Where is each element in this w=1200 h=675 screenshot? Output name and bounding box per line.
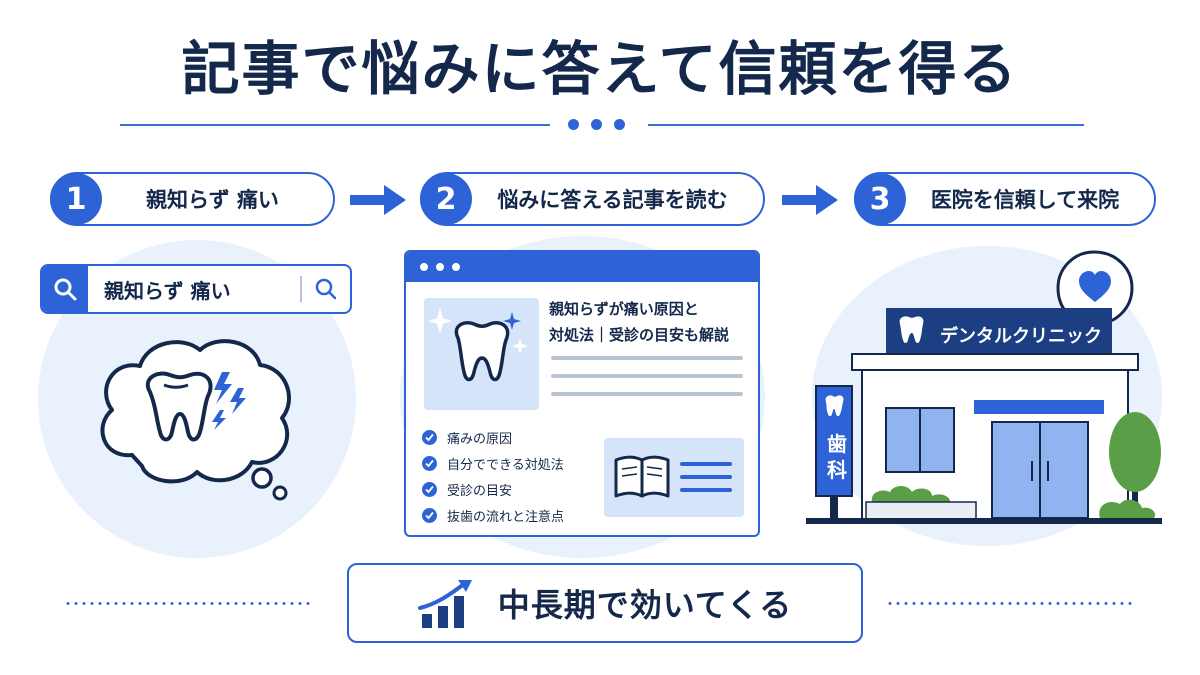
search-divider	[300, 276, 302, 302]
heart-icon	[1079, 271, 1111, 302]
article-browser-window: 親知らずが痛い原因と 対処法｜受診の目安も解説 痛みの原因 自分でできる対処法 …	[404, 250, 760, 537]
clinic-building-illustration	[806, 250, 1162, 524]
step-2-pill: 2 悩みに答える記事を読む	[420, 172, 765, 226]
check-icon	[422, 429, 437, 445]
check-list: 痛みの原因 自分でできる対処法 受診の目安 抜歯の流れと注意点	[422, 424, 564, 528]
tooth-icon	[899, 316, 924, 343]
clinic-sign-board	[886, 308, 1112, 354]
bottom-callout-label: 中長期で効いてくる	[497, 586, 793, 624]
check-icon	[422, 507, 437, 523]
step-2-number: 2	[420, 173, 472, 225]
sparkling-tooth-icon	[428, 308, 528, 382]
arrow-right-icon	[782, 185, 838, 215]
step-1-number: 1	[50, 173, 102, 225]
search-icon	[315, 278, 337, 300]
title-rule-right	[648, 124, 1084, 126]
check-icon	[422, 455, 437, 471]
dotted-rule-left	[64, 602, 314, 605]
clinic-sign-text: デンタルクリニック	[940, 326, 1102, 347]
browser-title-bar	[406, 252, 758, 282]
tooth-icon	[825, 395, 844, 417]
step-3-number: 3	[854, 173, 906, 225]
search-bar[interactable]: 親知らず 痛い	[40, 264, 352, 314]
book-card	[604, 438, 744, 517]
text-line	[551, 356, 743, 360]
open-book-icon	[614, 455, 732, 498]
article-hero-image	[424, 298, 539, 410]
bottom-callout: 中長期で効いてくる	[347, 563, 863, 643]
step-1-pill: 1 親知らず 痛い	[50, 172, 335, 226]
step-2-label: 悩みに答える記事を読む	[497, 188, 728, 212]
list-item: 自分でできる対処法	[422, 450, 564, 476]
tooth-icon	[146, 371, 213, 442]
dotted-rule-right	[886, 602, 1136, 605]
text-line	[551, 374, 743, 378]
list-item: 受診の目安	[422, 476, 564, 502]
step-3-label: 医院を信頼して来院	[930, 188, 1120, 212]
page-title: 記事で悩みに答えて信頼を得る	[181, 35, 1019, 103]
search-input[interactable]: 親知らず 痛い	[104, 278, 231, 303]
vertical-sign-char-2: 科	[827, 458, 847, 482]
arrow-right-icon	[350, 185, 406, 215]
search-icon	[42, 266, 88, 312]
step-1-label: 親知らず 痛い	[146, 188, 279, 212]
vertical-sign-char-1: 歯	[827, 432, 847, 456]
check-icon	[422, 481, 437, 497]
step-3-pill: 3 医院を信頼して来院	[854, 172, 1156, 226]
search-button[interactable]	[302, 277, 350, 301]
list-item: 痛みの原因	[422, 424, 564, 450]
title-rule-left	[120, 124, 550, 126]
pain-bolt-icon	[212, 372, 246, 430]
article-title: 親知らずが痛い原因と 対処法｜受診の目安も解説	[549, 300, 730, 344]
title-dots	[568, 119, 625, 130]
thought-bubble	[100, 339, 291, 501]
list-item: 抜歯の流れと注意点	[422, 502, 564, 528]
growth-chart-icon	[417, 580, 472, 628]
text-line	[551, 392, 743, 396]
